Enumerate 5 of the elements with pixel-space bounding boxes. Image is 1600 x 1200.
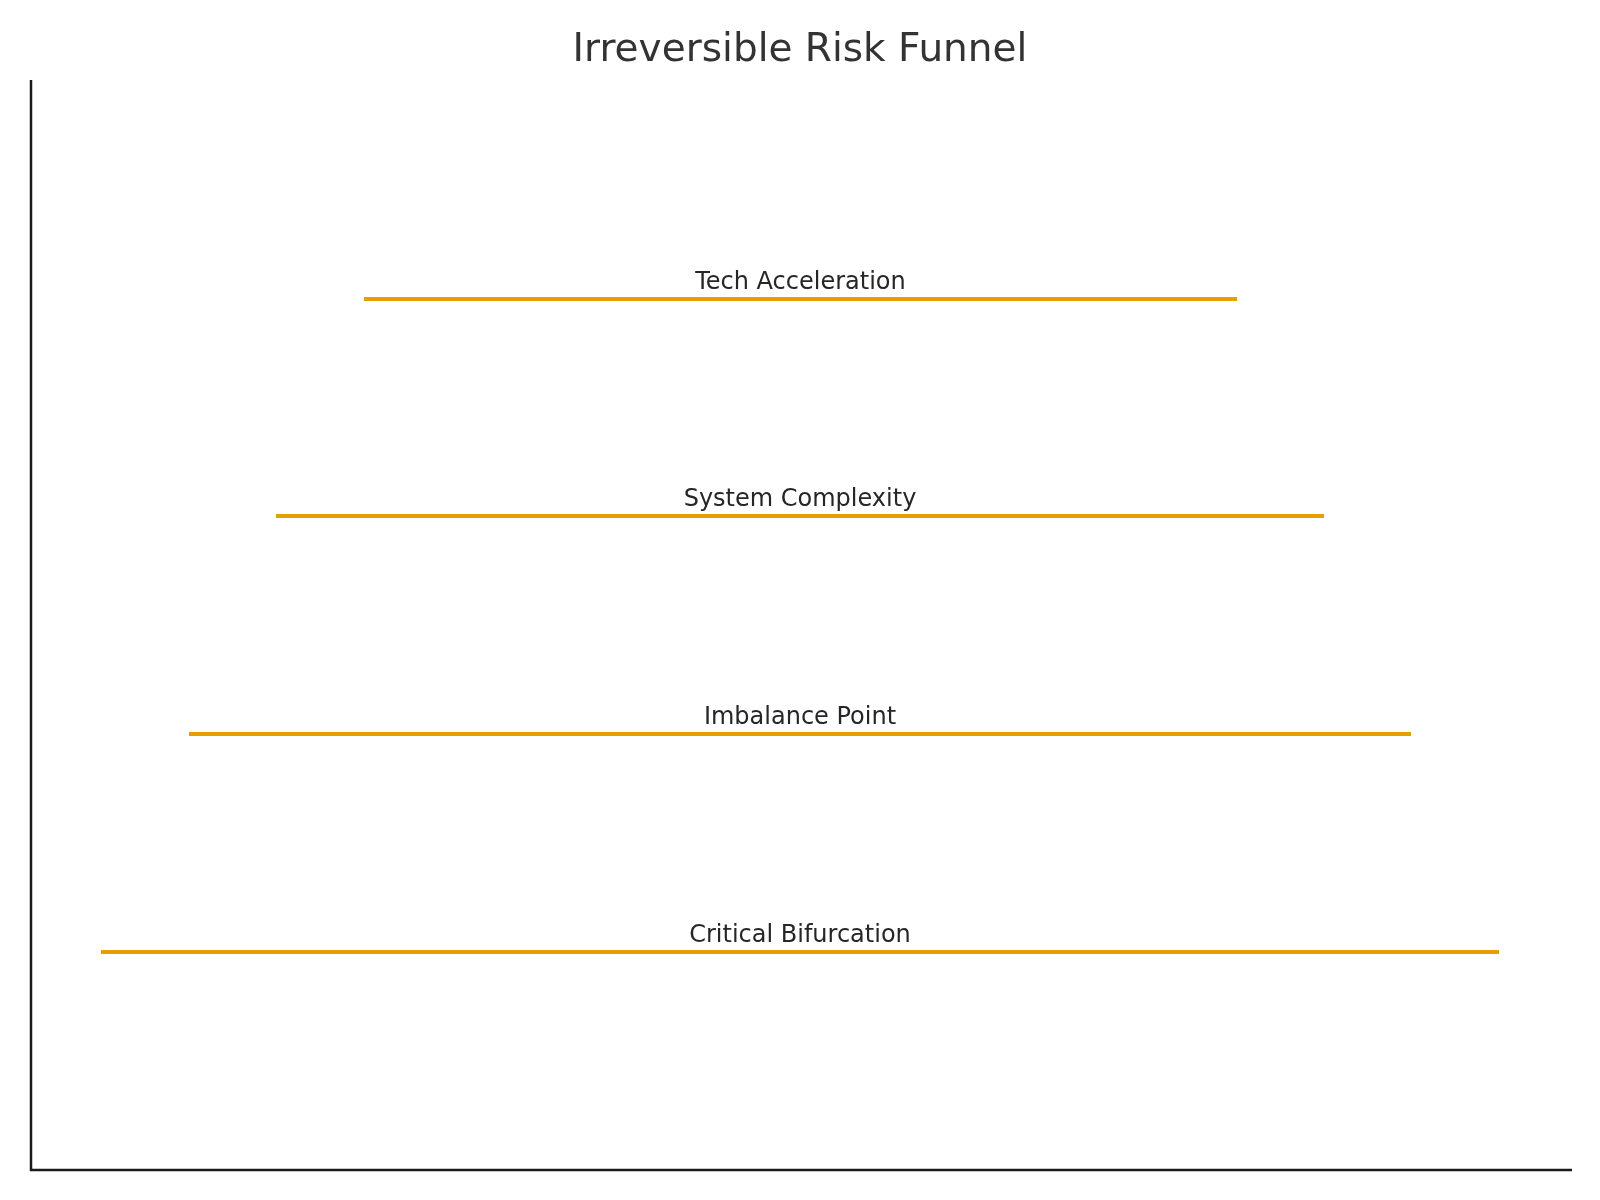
level-label: Critical Bifurcation [689, 920, 911, 948]
chart-title: Irreversible Risk Funnel [572, 25, 1028, 70]
level-label: Tech Acceleration [695, 267, 906, 295]
level-label: Imbalance Point [703, 702, 897, 730]
level-label: System Complexity [683, 484, 917, 512]
